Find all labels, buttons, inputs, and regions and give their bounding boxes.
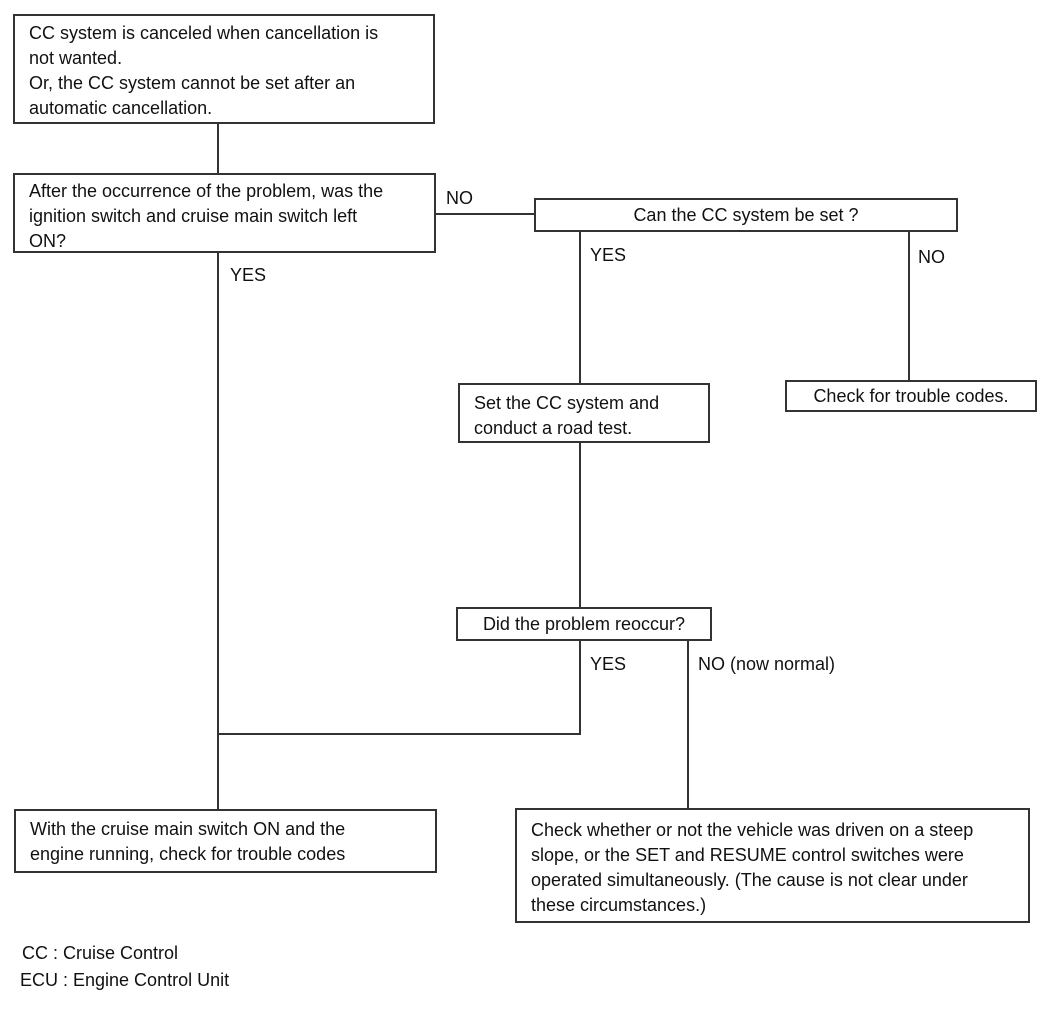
node-steep-slope-check: Check whether or not the vehicle was dri… — [515, 808, 1030, 923]
node-problem-reoccur-question: Did the problem reoccur? — [456, 607, 712, 641]
node-text-line: With the cruise main switch ON and the — [30, 819, 346, 839]
node-text-line: these circumstances.) — [531, 895, 707, 915]
node-text-line: ON? — [29, 231, 67, 251]
branch-label-no: NO — [918, 247, 945, 267]
node-text-line: engine running, check for trouble codes — [30, 844, 346, 864]
node-text-line: operated simultaneously. (The cause is n… — [531, 870, 968, 890]
connector-switch-no-to-can-set — [436, 213, 534, 215]
node-road-test: Set the CC system and conduct a road tes… — [458, 383, 710, 443]
branch-label-no-now-normal: NO (now normal) — [698, 654, 836, 674]
legend-ecu-definition: ECU : Engine Control Unit — [20, 970, 230, 990]
connector-reoccur-no-to-steep-slope — [687, 641, 689, 808]
node-can-cc-be-set-question: Can the CC system be set ? — [534, 198, 958, 232]
node-check-trouble-codes: Check for trouble codes. — [785, 380, 1037, 412]
node-text-line: CC system is canceled when cancellation … — [29, 23, 379, 43]
node-text-line: not wanted. — [29, 48, 123, 68]
node-text-line: Did the problem reoccur? — [482, 613, 686, 634]
node-text-line: ignition switch and cruise main switch l… — [29, 206, 358, 226]
connector-reoccur-yes-down — [579, 641, 581, 735]
branch-label-yes: YES — [590, 654, 627, 674]
branch-label-yes: YES — [230, 265, 267, 285]
node-problem-statement: CC system is canceled when cancellation … — [13, 14, 435, 124]
node-text-line: slope, or the SET and RESUME control swi… — [531, 845, 964, 865]
branch-label-yes: YES — [590, 245, 627, 265]
node-check-codes-engine-running: With the cruise main switch ON and the e… — [14, 809, 437, 873]
node-switch-left-on-question: After the occurrence of the problem, was… — [13, 173, 436, 253]
connector-canset-no-to-trouble-codes — [908, 232, 910, 380]
legend-cc-definition: CC : Cruise Control — [22, 943, 179, 963]
connector-problem-to-switch-question — [217, 124, 219, 173]
connector-switch-yes-to-check-codes — [217, 253, 219, 809]
connector-canset-yes-to-road-test — [579, 232, 581, 383]
node-text-line: Set the CC system and — [474, 393, 660, 413]
branch-label-no: NO — [446, 188, 473, 208]
node-text-line: Can the CC system be set ? — [633, 204, 859, 225]
node-text-line: conduct a road test. — [474, 418, 633, 438]
node-text-line: Or, the CC system cannot be set after an — [29, 73, 356, 93]
node-text-line: automatic cancellation. — [29, 98, 213, 118]
node-text-line: After the occurrence of the problem, was… — [29, 181, 384, 201]
node-text-line: Check for trouble codes. — [813, 385, 1009, 406]
node-text-line: Check whether or not the vehicle was dri… — [531, 820, 974, 840]
connector-road-test-to-reoccur — [579, 443, 581, 607]
connector-reoccur-yes-left-join — [217, 733, 581, 735]
